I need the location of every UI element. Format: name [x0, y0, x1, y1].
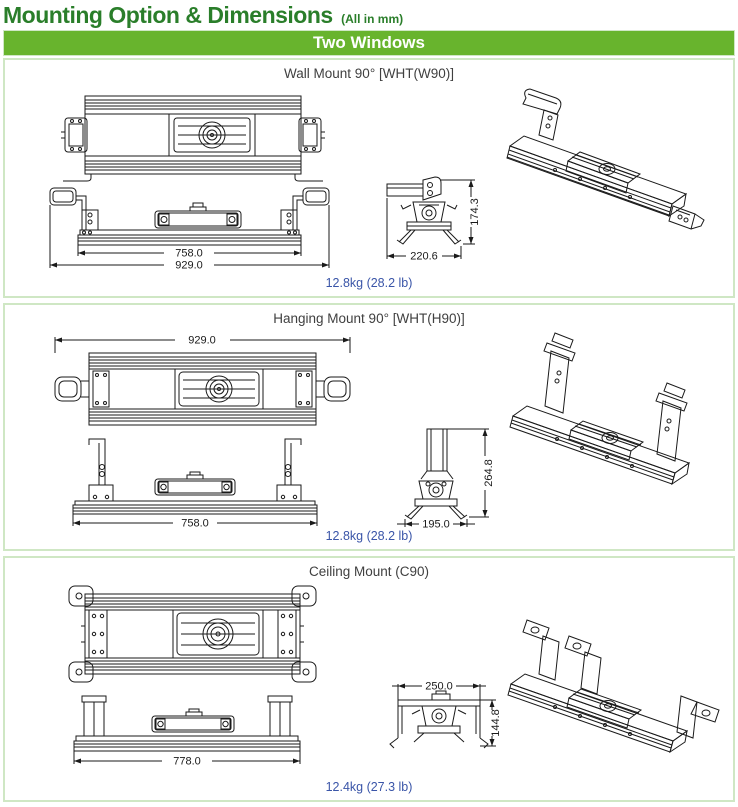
dim-front-inner-width: 758.0: [175, 248, 203, 260]
page-title-units: (All in mm): [341, 12, 404, 26]
dim-front-outer-width: 929.0: [175, 260, 203, 272]
weight-wall-mount: 12.8kg (28.2 lb): [325, 276, 413, 290]
banner-two-windows: Two Windows: [3, 30, 735, 56]
weight-hanging-mount: 12.8kg (28.2 lb): [325, 529, 413, 543]
page-title-text: Mounting Option & Dimensions: [3, 2, 333, 28]
dim-side-height: 174.3: [469, 198, 481, 226]
wall-mount-side-view-drawing: 220.6 174.3: [386, 176, 481, 263]
dim-side-height: 144.8: [490, 709, 502, 737]
ceiling-mount-top-view-drawing: [68, 585, 317, 683]
hanging-mount-isometric-drawing: [509, 332, 691, 486]
section-hanging-mount-title: Hanging Mount 90° [WHT(H90)]: [273, 311, 465, 326]
wall-mount-top-view-drawing: [61, 95, 325, 182]
dim-front-width: 758.0: [181, 518, 209, 530]
dim-front-width: 778.0: [173, 756, 201, 768]
ceiling-mount-front-view-drawing: 778.0: [73, 695, 301, 768]
dim-top-width: 929.0: [188, 335, 216, 347]
wall-mount-isometric-drawing: [506, 88, 705, 230]
section-hanging-mount: Hanging Mount 90° [WHT(H90)]: [3, 303, 735, 551]
weight-ceiling-mount: 12.4kg (27.3 lb): [325, 780, 413, 794]
section-wall-mount-title: Wall Mount 90° [WHT(W90)]: [284, 66, 454, 81]
dim-side-width: 195.0: [422, 519, 450, 531]
hanging-mount-side-view-drawing: 195.0 264.8: [397, 428, 495, 531]
dim-side-width: 220.6: [410, 251, 438, 263]
ceiling-mount-side-view-drawing: 250.0 144.8: [389, 681, 502, 749]
section-ceiling-mount: Ceiling Mount (C90): [3, 556, 735, 802]
page-title: Mounting Option & Dimensions (All in mm): [0, 0, 738, 30]
dim-side-width: 250.0: [425, 681, 453, 693]
section-ceiling-mount-title: Ceiling Mount (C90): [308, 564, 430, 579]
section-wall-mount: Wall Mount 90° [WHT(W90)]: [3, 58, 735, 298]
wall-mount-front-view-drawing: 758.0 929.0: [49, 187, 330, 272]
dim-side-height: 264.8: [483, 459, 495, 487]
ceiling-mount-isometric-drawing: [507, 619, 720, 754]
hanging-mount-top-view-drawing: 929.0: [54, 335, 351, 426]
hanging-mount-front-view-drawing: 758.0: [72, 438, 318, 530]
